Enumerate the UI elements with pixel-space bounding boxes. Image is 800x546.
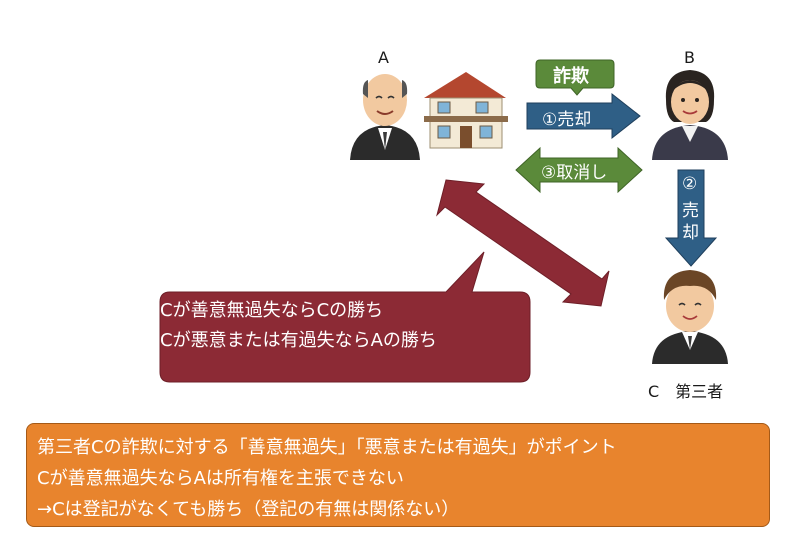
sale-2-char-2: 却 — [682, 223, 699, 243]
person-b-avatar-icon — [652, 70, 728, 160]
person-c-label: C 第三者 — [648, 382, 724, 401]
person-b-label: B — [684, 48, 695, 67]
person-a-avatar-icon — [350, 74, 420, 160]
sale-arrow-a-to-b — [526, 92, 641, 140]
explanation-line-2: Cが善意無過失ならAは所有権を主張できない — [37, 468, 404, 489]
house-icon — [424, 72, 508, 149]
person-a-label: A — [378, 48, 389, 67]
callout-line-1: Cが善意無過失ならCの勝ち — [160, 300, 384, 321]
callout-text: Cが善意無過失ならCの勝ち Cが悪意または有過失ならAの勝ち — [160, 296, 520, 356]
cancel-label: ③取消し — [541, 163, 608, 183]
fraud-label: 詐欺 — [553, 66, 589, 87]
fraud-label-box — [535, 59, 615, 96]
callout-bubble — [159, 251, 531, 383]
explanation-box: 第三者Cの詐欺に対する「善意無過失」「悪意または有過失」がポイント Cが善意無過… — [26, 423, 770, 527]
explanation-line-1: 第三者Cの詐欺に対する「善意無過失」「悪意または有過失」がポイント — [37, 437, 617, 458]
sale-arrow-b-to-c — [664, 169, 718, 267]
cancel-double-arrow — [515, 146, 643, 194]
explanation-line-3: →Cは登記がなくても勝ち（登記の有無は関係ない） — [37, 499, 460, 520]
conflict-double-arrow — [436, 179, 610, 307]
person-c-avatar-icon — [652, 270, 728, 364]
callout-line-2: Cが悪意または有過失ならAの勝ち — [160, 330, 437, 351]
sale-1-label: ①売却 — [542, 110, 592, 130]
sale-2-char-1: 売 — [682, 201, 699, 221]
sale-2-number-label: ② — [682, 174, 698, 194]
